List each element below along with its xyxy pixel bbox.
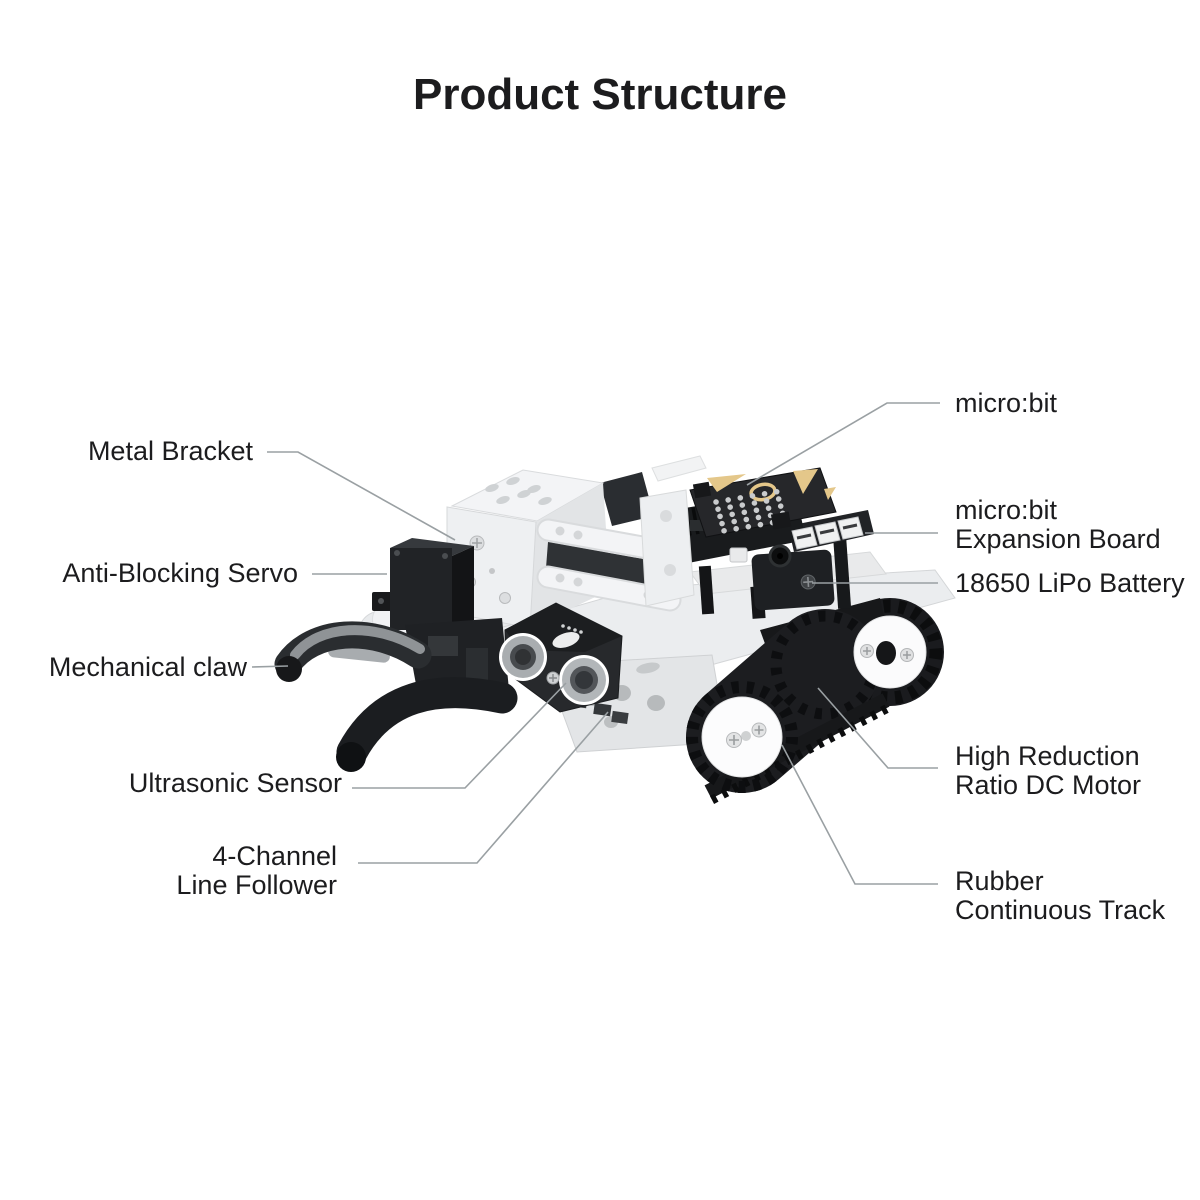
page-title: Product Structure — [412, 70, 788, 119]
label-line-follower-text-2: Line Follower — [176, 870, 337, 900]
label-battery: 18650 LiPo Battery — [955, 569, 1185, 598]
servo-part — [372, 538, 474, 630]
label-metal-bracket-text: Metal Bracket — [87, 436, 253, 466]
leader-microbit — [746, 402, 940, 486]
label-ultrasonic-sensor-text: Ultrasonic Sensor — [128, 768, 342, 798]
leader-lines — [251, 402, 940, 885]
label-dc-motor: High Reduction Ratio DC Motor — [955, 742, 1141, 800]
label-battery-text: 18650 LiPo Battery — [955, 568, 1185, 598]
metal-bracket-part — [446, 469, 695, 629]
leader-mechanical-claw — [251, 665, 289, 668]
label-track-text-2: Continuous Track — [955, 895, 1166, 925]
dc-motor-wheel-part — [853, 615, 927, 689]
label-dc-motor-text-1: High Reduction — [955, 741, 1140, 771]
label-expansion-board: micro:bit Expansion Board — [955, 496, 1161, 554]
leader-dc-motor — [817, 687, 938, 769]
mechanical-claw-part — [274, 618, 518, 772]
leader-ultrasonic-sensor — [352, 682, 567, 789]
label-mechanical-claw: Mechanical claw — [49, 653, 247, 682]
leader-metal-bracket — [267, 451, 456, 541]
label-dc-motor-text-2: Ratio DC Motor — [955, 770, 1142, 800]
label-track: Rubber Continuous Track — [955, 867, 1165, 925]
label-anti-blocking-servo-text: Anti-Blocking Servo — [62, 558, 298, 588]
label-track-text-1: Rubber — [955, 866, 1044, 896]
track-wheel-part — [686, 681, 798, 793]
microbit-part — [689, 467, 837, 538]
leader-line-follower — [358, 711, 609, 864]
label-expansion-board-text-2: Expansion Board — [955, 524, 1161, 554]
label-line-follower: 4-Channel Line Follower — [176, 842, 337, 900]
label-ultrasonic-sensor: Ultrasonic Sensor — [129, 769, 342, 798]
label-line-follower-text-1: 4-Channel — [212, 841, 337, 871]
label-microbit-text: micro:bit — [955, 388, 1058, 418]
battery-part — [698, 536, 852, 619]
label-metal-bracket: Metal Bracket — [88, 437, 253, 466]
label-anti-blocking-servo: Anti-Blocking Servo — [62, 559, 298, 588]
label-expansion-board-text-1: micro:bit — [955, 495, 1058, 525]
leader-track — [781, 744, 938, 885]
label-mechanical-claw-text: Mechanical claw — [48, 652, 247, 682]
label-microbit: micro:bit — [955, 389, 1057, 418]
ultrasonic-sensor-part — [499, 602, 623, 713]
